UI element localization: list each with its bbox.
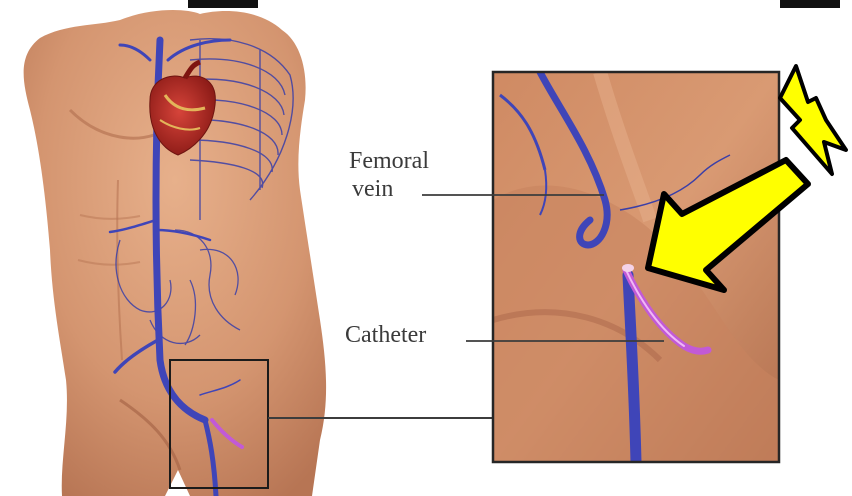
- inset-closeup: [493, 72, 779, 462]
- catheter-label: Catheter: [345, 322, 426, 349]
- cropped-title-fragment-right: [780, 0, 840, 8]
- torso-illustration: [24, 10, 326, 496]
- femoral-vein-label-line1: Femoral: [349, 148, 429, 175]
- cropped-title-fragment-left: [188, 0, 258, 8]
- femoral-vein-label-line2: vein: [352, 176, 393, 203]
- lightning-bolt-icon: [780, 66, 846, 174]
